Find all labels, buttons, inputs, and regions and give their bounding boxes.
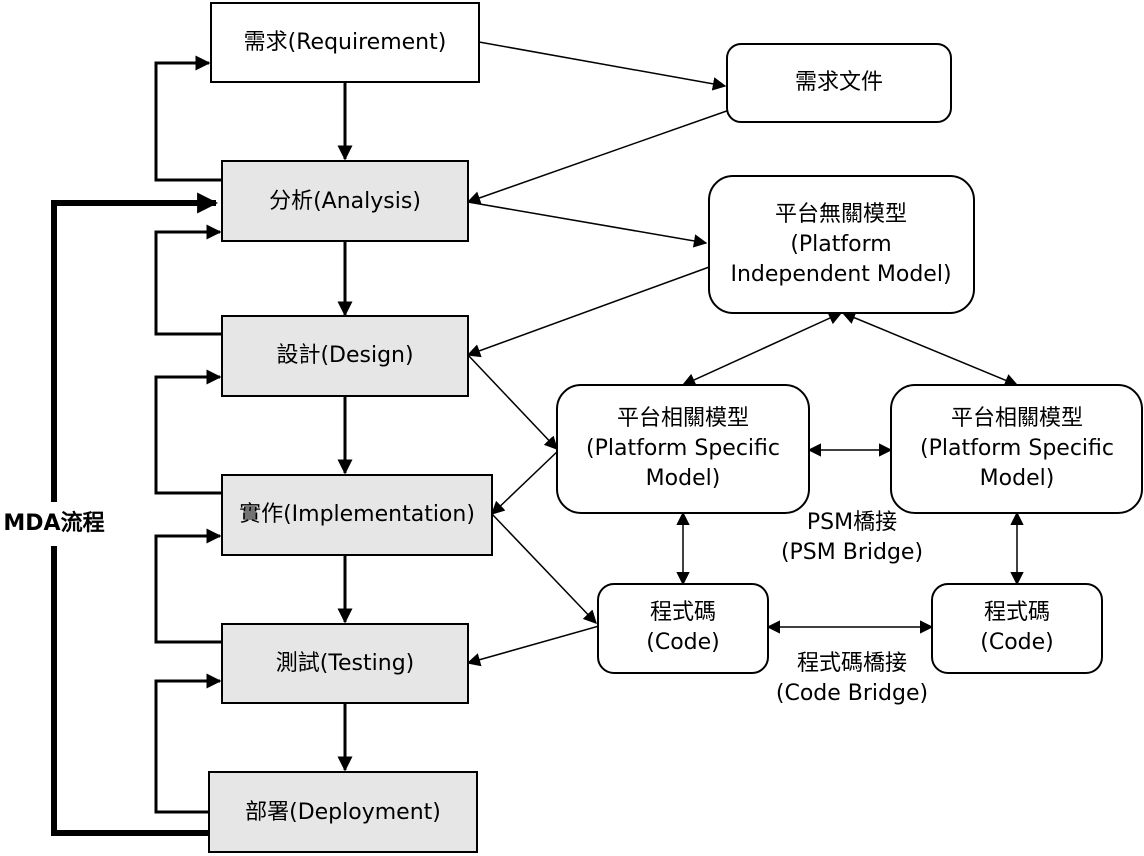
- arrow-impl-to-code: [491, 513, 597, 624]
- loop-analysis-to-requirement: [154, 55, 222, 182]
- arrow-design-to-psm: [467, 354, 558, 450]
- artifact-psm-left-line1: 平台相關模型: [617, 406, 749, 431]
- artifact-pim-line1: 平台無關模型: [775, 202, 907, 227]
- artifact-requirement-doc: 需求文件: [726, 43, 952, 123]
- step-deployment: 部署(Deployment): [208, 771, 478, 853]
- loop-deploy-to-testing: [154, 673, 222, 814]
- artifact-code-right-line2: (Code): [980, 630, 1054, 655]
- artifact-pim: 平台無關模型 (Platform Independent Model): [708, 175, 975, 314]
- artifact-requirement-doc-label: 需求文件: [795, 70, 883, 95]
- artifact-psm-left: 平台相關模型 (Platform Specific Model): [556, 384, 810, 514]
- step-implementation-label: 實作(Implementation): [239, 502, 475, 527]
- arrow-req-to-doc: [478, 41, 727, 91]
- artifact-code-left: 程式碼 (Code): [597, 583, 769, 674]
- artifact-psm-left-line3: Model): [646, 466, 721, 491]
- step-testing-label: 測試(Testing): [276, 651, 415, 676]
- code-bridge-label-line2: (Code Bridge): [776, 681, 928, 706]
- psm-bridge-label-line2: (PSM Bridge): [781, 540, 923, 565]
- artifact-code-left-line2: (Code): [646, 630, 720, 655]
- artifact-psm-left-line2: (Platform Specific: [586, 436, 780, 461]
- artifact-code-right: 程式碼 (Code): [931, 583, 1103, 674]
- artifact-code-left-line1: 程式碼: [650, 600, 716, 625]
- step-requirement: 需求(Requirement): [210, 2, 480, 83]
- arrow-pim-to-design: [466, 265, 713, 358]
- side-label-bg: [0, 502, 108, 546]
- loop-impl-to-design: [154, 369, 222, 495]
- arrow-psm-to-impl: [491, 448, 561, 515]
- step-testing: 測試(Testing): [221, 623, 469, 704]
- loop-testing-to-impl: [154, 528, 222, 644]
- arrow-pim-psm-right: [841, 311, 1019, 387]
- step-implementation: 實作(Implementation): [221, 474, 493, 556]
- loop-design-to-analysis: [154, 224, 222, 336]
- code-bridge-label-line1: 程式碼橋接: [797, 651, 907, 676]
- step-analysis-label: 分析(Analysis): [269, 189, 421, 214]
- artifact-pim-line3: Independent Model): [730, 262, 951, 287]
- step-design: 設計(Design): [221, 315, 469, 397]
- artifact-psm-right-line3: Model): [980, 466, 1055, 491]
- arrow-analysis-to-pim: [467, 201, 708, 248]
- artifact-psm-right-line1: 平台相關模型: [951, 406, 1083, 431]
- psm-bridge-label-line1: PSM橋接: [807, 510, 897, 535]
- artifact-pim-line2: (Platform: [790, 232, 891, 257]
- artifact-psm-right-line2: (Platform Specific: [920, 436, 1114, 461]
- step-analysis: 分析(Analysis): [221, 160, 469, 242]
- step-requirement-label: 需求(Requirement): [244, 30, 447, 55]
- step-deployment-label: 部署(Deployment): [245, 800, 441, 825]
- artifact-code-right-line1: 程式碼: [984, 600, 1050, 625]
- arrow-pim-psm-left: [681, 311, 843, 387]
- mda-process-label: MDA流程: [3, 510, 104, 536]
- arrow-doc-to-analysis: [466, 106, 739, 205]
- arrow-code-to-testing: [466, 625, 600, 667]
- artifact-psm-right: 平台相關模型 (Platform Specific Model): [890, 384, 1143, 514]
- step-design-label: 設計(Design): [276, 343, 413, 368]
